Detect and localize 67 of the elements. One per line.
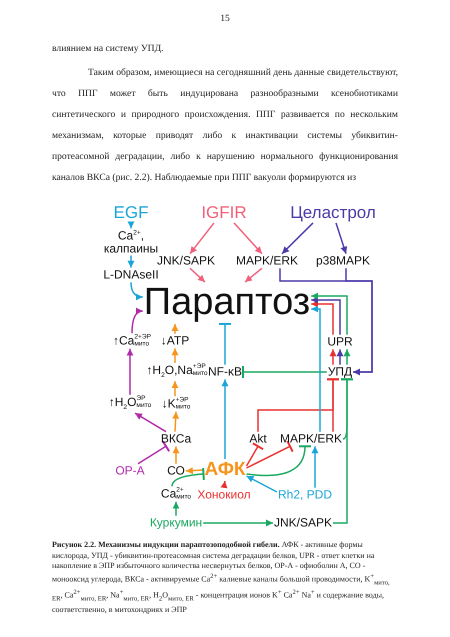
arrow <box>344 349 350 365</box>
arrow <box>128 221 134 228</box>
pathway-label: УПД <box>328 366 352 378</box>
inhibition-line <box>218 322 232 365</box>
pathway-label: JNK/SAPK <box>156 254 216 268</box>
arrow <box>336 349 344 365</box>
arrow <box>311 306 321 432</box>
pathway-label: ВКСа <box>160 432 192 446</box>
key-factor-label: АФК <box>204 460 246 480</box>
arrow <box>172 324 178 334</box>
arrow <box>172 412 180 432</box>
pathway-label: NF-κB <box>208 366 242 378</box>
pathway-label: Rh2, PDD <box>278 488 332 502</box>
paragraph: Таким образом, имеющиеся на сегодняшний день данные свидетельствуют, что ППГ может быть индуцирована разнообразными ксенобиотиками синтетического и природного происхождения. ППГ развивается по нескольким механизмам, которые приводят либо к инактивации системы убиквитин-протеасомной деградации, либо к нарушению нормального функционирования каналов ВКСа (рис. 2.2). Наблюдаемые при ППГ вакуоли формируются из <box>52 66 398 185</box>
pathway-label: JNK/SAPK <box>274 516 332 530</box>
arrow <box>186 467 204 474</box>
pathway-label: Хонокиол <box>197 488 251 502</box>
arrow <box>172 348 178 363</box>
arrow <box>330 349 336 365</box>
pathway-label: Ca$^{2+}$, калпаины <box>101 229 161 255</box>
arrow <box>222 379 228 460</box>
page-number: 15 <box>219 12 231 26</box>
arrow <box>335 222 348 254</box>
pathway-label: IGFIR <box>201 204 247 222</box>
pathway-label: Куркумин <box>150 516 202 530</box>
pathway-label: UPR <box>327 336 353 348</box>
arrow <box>189 222 215 254</box>
arrow <box>131 308 143 334</box>
outcome-label: Параптоз <box>144 283 310 323</box>
arrow <box>172 502 180 516</box>
pathway-label: СО <box>167 464 185 478</box>
inhibition-line <box>242 365 327 379</box>
arrow <box>246 475 278 493</box>
arrow <box>172 381 178 396</box>
pathway-label: Akt <box>249 432 267 446</box>
pathway-label: MAPK/ERK <box>280 432 342 446</box>
arrow <box>220 480 228 488</box>
pathway-label: ОР-А <box>115 464 145 478</box>
pathway-label: EGF <box>114 204 148 222</box>
pathway-label: ↓ATP <box>160 334 190 348</box>
arrow <box>126 348 134 395</box>
inhibition-line <box>340 378 354 440</box>
arrow <box>244 268 262 283</box>
pathway-label: p38MAPK <box>316 254 370 268</box>
arrow <box>203 520 273 526</box>
inhibition-line <box>138 440 170 464</box>
arrow <box>130 282 143 300</box>
paragraph: влиянием на систему УПД. <box>52 42 165 56</box>
arrow <box>311 300 334 335</box>
arrow <box>312 446 318 488</box>
arrow <box>281 222 314 254</box>
arrow <box>190 268 206 283</box>
inhibition-line <box>171 467 205 486</box>
arrow <box>311 296 341 335</box>
arrow <box>128 256 134 268</box>
pathway-label: L-DNAseII <box>103 268 159 282</box>
inhibition-line <box>246 442 264 466</box>
inhibition-line <box>326 378 340 432</box>
arrow <box>233 222 263 254</box>
inhibition-line <box>246 444 312 476</box>
pathway-label: Целастрол <box>290 204 376 222</box>
pathway-label: MAPK/ERK <box>236 254 298 268</box>
arrow <box>134 412 166 432</box>
arrow <box>345 268 373 376</box>
arrow <box>311 292 348 335</box>
inhibition-line <box>246 440 294 469</box>
arrow <box>172 446 180 464</box>
